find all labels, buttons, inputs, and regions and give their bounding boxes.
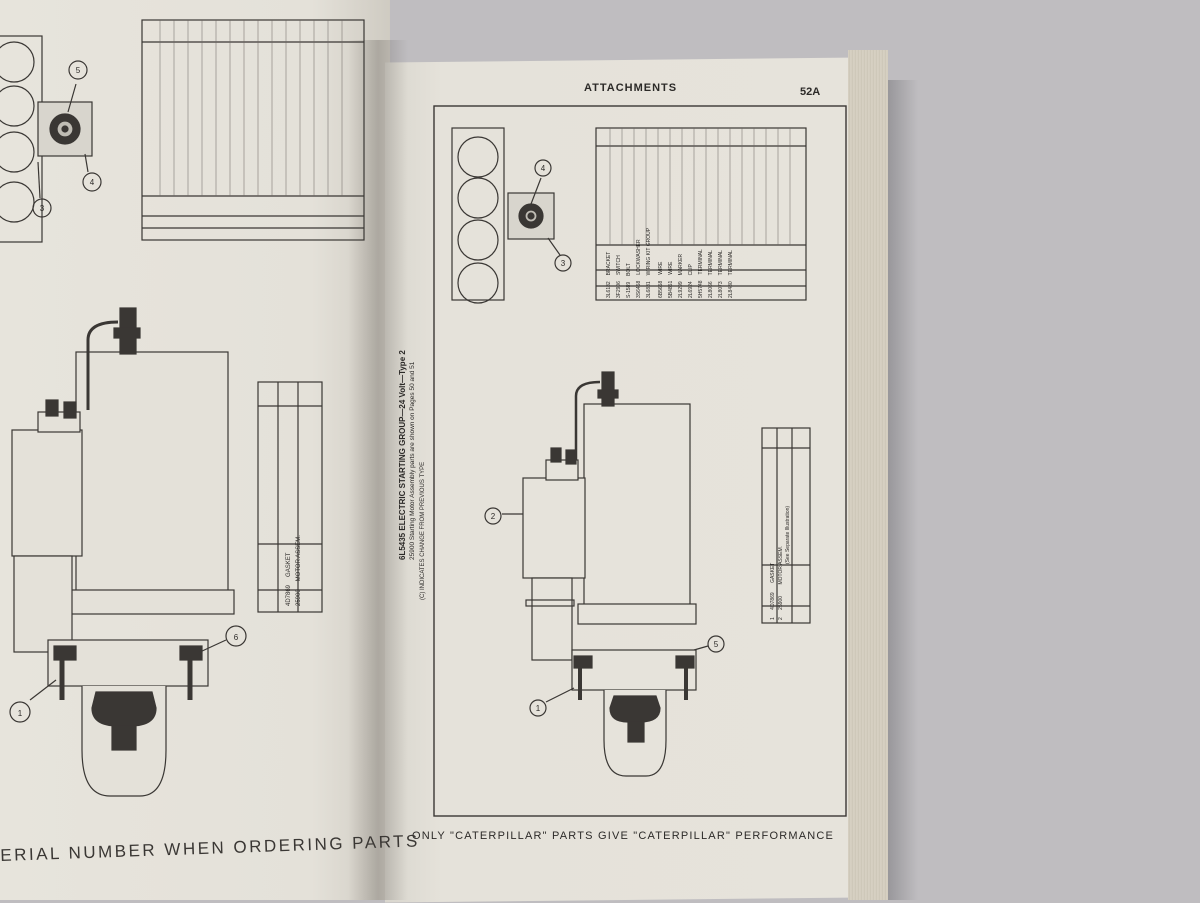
- main-parts-table: [761, 427, 811, 624]
- callout-4-left: 4: [90, 178, 95, 187]
- left-main-table-row-1: 4D7869GASKET: [286, 552, 292, 606]
- page-header: ATTACHMENTS: [584, 82, 678, 94]
- svg-text:2L8480TERMINAL: 2L8480TERMINAL: [728, 250, 734, 298]
- right-page-frame: [433, 105, 847, 817]
- top-parts-table: [595, 127, 807, 301]
- main-table-row-1: 1 4D7869 GASKET: [770, 563, 776, 620]
- callout-3-right: 3: [561, 259, 566, 268]
- svg-text:S-1589BOLT: S-1589BOLT: [626, 263, 632, 298]
- svg-text:3L6831WIRING KIT GROUP: 3L6831WIRING KIT GROUP: [646, 227, 652, 298]
- svg-text:3F2906SWITCH: 3F2906SWITCH: [616, 255, 622, 298]
- svg-text:5B4851WIRE: 5B4851WIRE: [668, 261, 674, 298]
- change-note: (C) INDICATES CHANGE FROM PREVIOUS TYPE: [420, 461, 426, 600]
- left-main-table-row-2: 25900MOTOR ASSEM.: [296, 535, 302, 606]
- svg-text:3L6182BRACKET: 3L6182BRACKET: [606, 252, 612, 298]
- page-edges: [848, 50, 888, 900]
- callout-4-right: 4: [541, 164, 546, 173]
- svg-text:2L8073TERMINAL: 2L8073TERMINAL: [718, 250, 724, 298]
- starter-motor-left: [11, 307, 235, 797]
- callout-1-left: 1: [18, 709, 23, 718]
- main-table-row-3: (See Separate Illustration): [785, 506, 791, 564]
- group-title: 6L5435 ELECTRIC STARTING GROUP—24 Volt—T…: [398, 350, 407, 560]
- callout-1-right: 1: [536, 704, 541, 713]
- svg-text:5H5748TERMINAL: 5H5748TERMINAL: [698, 249, 704, 298]
- book-shadow: [888, 80, 918, 900]
- starter-motor-right: [522, 371, 697, 777]
- page-number: 52A: [800, 86, 821, 98]
- callout-6-left: 6: [234, 633, 239, 642]
- callout-5-left: 5: [76, 66, 81, 75]
- svg-text:2L8066TERMINAL: 2L8066TERMINAL: [708, 250, 714, 298]
- callout-3-left: 3: [40, 204, 45, 213]
- group-subtitle: 25900 Starting Motor Assembly parts are …: [409, 361, 416, 560]
- svg-text:6B5658WIRE: 6B5658WIRE: [658, 261, 664, 298]
- callout-2-right: 2: [491, 512, 496, 521]
- svg-text:2L9299MARKER: 2L9299MARKER: [678, 254, 684, 298]
- bracket-plate: [451, 127, 505, 301]
- footer-slogan: ONLY "CATERPILLAR" PARTS GIVE "CATERPILL…: [412, 830, 835, 842]
- book-gutter: [348, 40, 408, 900]
- svg-text:2L6924CLIP: 2L6924CLIP: [688, 264, 694, 298]
- svg-text:3S6458LOCKWASHER: 3S6458LOCKWASHER: [636, 239, 642, 298]
- main-table-row-2: 2 25900 MOTOR ASSEM.: [778, 546, 784, 620]
- callout-5-right: 5: [714, 640, 719, 649]
